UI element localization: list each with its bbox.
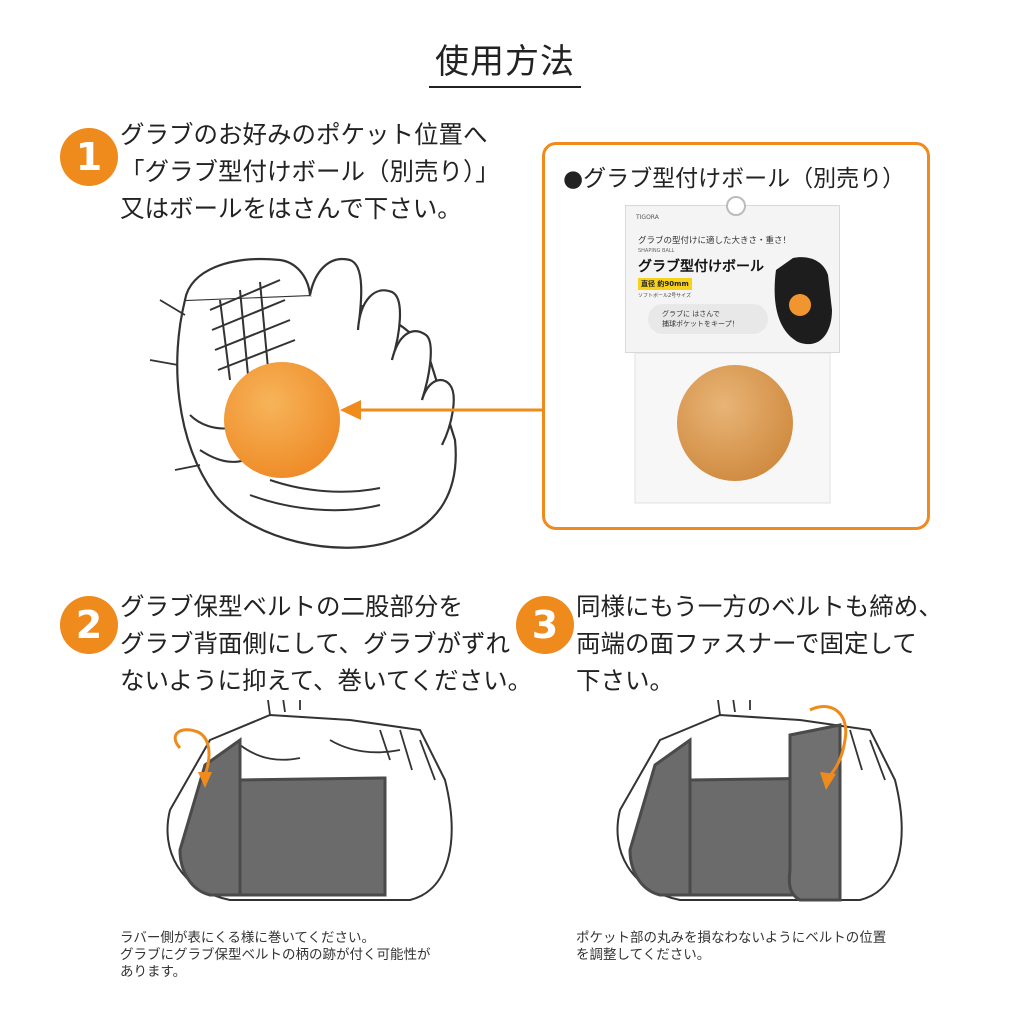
step-3-belt-illustration	[616, 700, 903, 902]
pointer-arrow	[340, 400, 545, 420]
step-1-badge: 1	[60, 128, 118, 186]
package-card: TIGORA グラブの型付けに適した大きさ・重さ！ SHAPING BALL グ…	[625, 196, 840, 353]
package-product-name: グラブ型付けボール	[638, 259, 764, 275]
package-hang-hole	[726, 196, 746, 216]
step-2-text: グラブ保型ベルトの二股部分を グラブ背面側にして、グラブがずれ ないように抑えて…	[120, 592, 533, 695]
step-3-text: 同様にもう一方のベルトも締め、 両端の面ファスナーで固定して 下さい。	[576, 592, 943, 695]
ball-product-box: ●グラブ型付けボール（別売り） TIGORA グラブの型付けに適した大きさ・重さ…	[542, 142, 930, 530]
package-sub-label: SHAPING BALL	[638, 248, 675, 254]
package-ball	[677, 365, 793, 481]
package-size-note: ソフトボール2号サイズ	[638, 293, 692, 299]
step-1-text: グラブのお好みのポケット位置へ 「グラブ型付けボール（別売り）」 又はボールをは…	[120, 120, 500, 223]
step-2-note: ラバー側が表にくる様に巻いてください。 グラブにグラブ保型ベルトの柄の跡が付く可…	[120, 930, 431, 980]
ball-package: TIGORA グラブの型付けに適した大きさ・重さ！ SHAPING BALL グ…	[625, 196, 840, 505]
package-pill: グラブに はさんで 捕球ポケットをキープ！	[648, 304, 768, 334]
step-2-badge: 2	[60, 596, 118, 654]
package-bag	[634, 353, 831, 504]
package-size-label: 直径 約90mm	[638, 278, 692, 290]
ball	[224, 362, 340, 478]
ball-box-title: ●グラブ型付けボール（別売り）	[563, 166, 906, 192]
page-title: 使用方法	[0, 34, 1010, 88]
step-3-badge: 3	[516, 596, 574, 654]
step-2-belt-illustration	[166, 700, 453, 901]
package-tagline: グラブの型付けに適した大きさ・重さ！	[638, 236, 792, 246]
package-glove-icon	[774, 257, 832, 345]
package-brand: TIGORA	[636, 214, 659, 221]
glove-with-ball-illustration	[149, 257, 457, 549]
step-3-note: ポケット部の丸みを損なわないようにベルトの位置 を調整してください。	[576, 930, 887, 963]
